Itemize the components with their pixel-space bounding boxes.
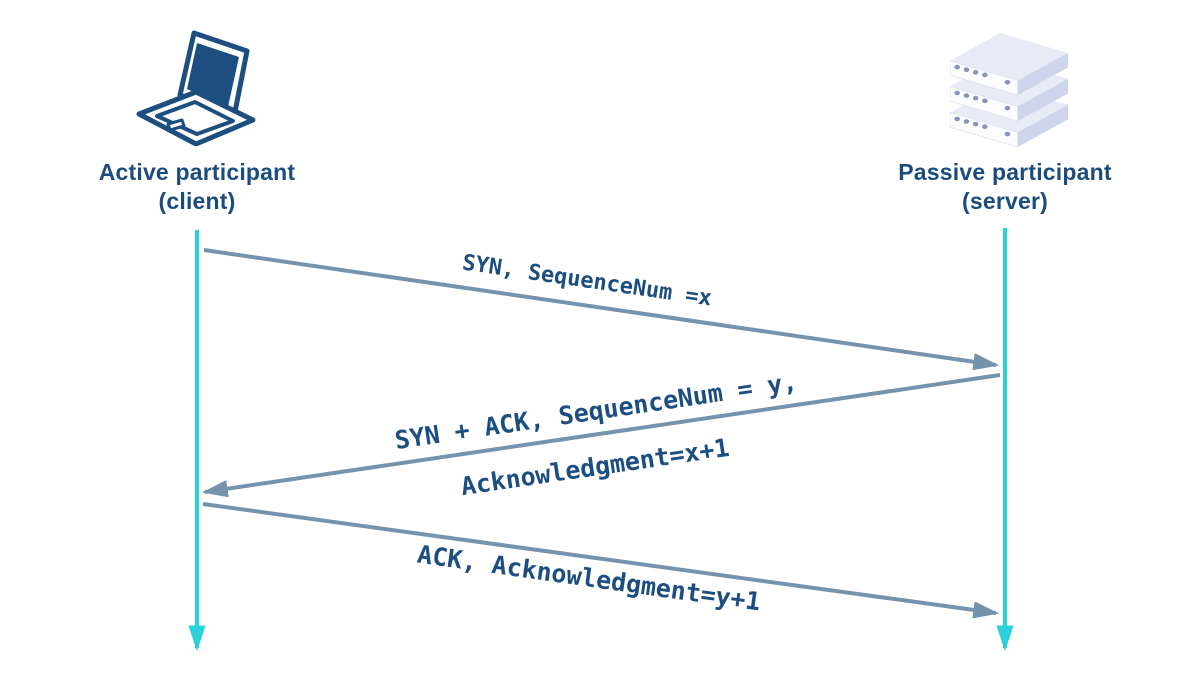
client-role: (client) (158, 188, 236, 214)
server-units (950, 33, 1068, 147)
client-label: Active participant (client) (47, 158, 347, 216)
server-stack-icon (950, 33, 1068, 147)
ack-arrow (202, 502, 1000, 619)
server-role: (server) (962, 188, 1048, 214)
laptop-icon (136, 30, 256, 146)
laptop-latch (166, 118, 186, 132)
laptop-screen-panel (187, 43, 239, 107)
syn-ack-arrow (201, 373, 1001, 498)
laptop-keyboard (155, 100, 235, 136)
client-name: Active participant (98, 159, 296, 185)
syn-arrow (203, 248, 1000, 371)
server-label: Passive participant (server) (855, 158, 1155, 216)
server-name: Passive participant (898, 159, 1112, 185)
